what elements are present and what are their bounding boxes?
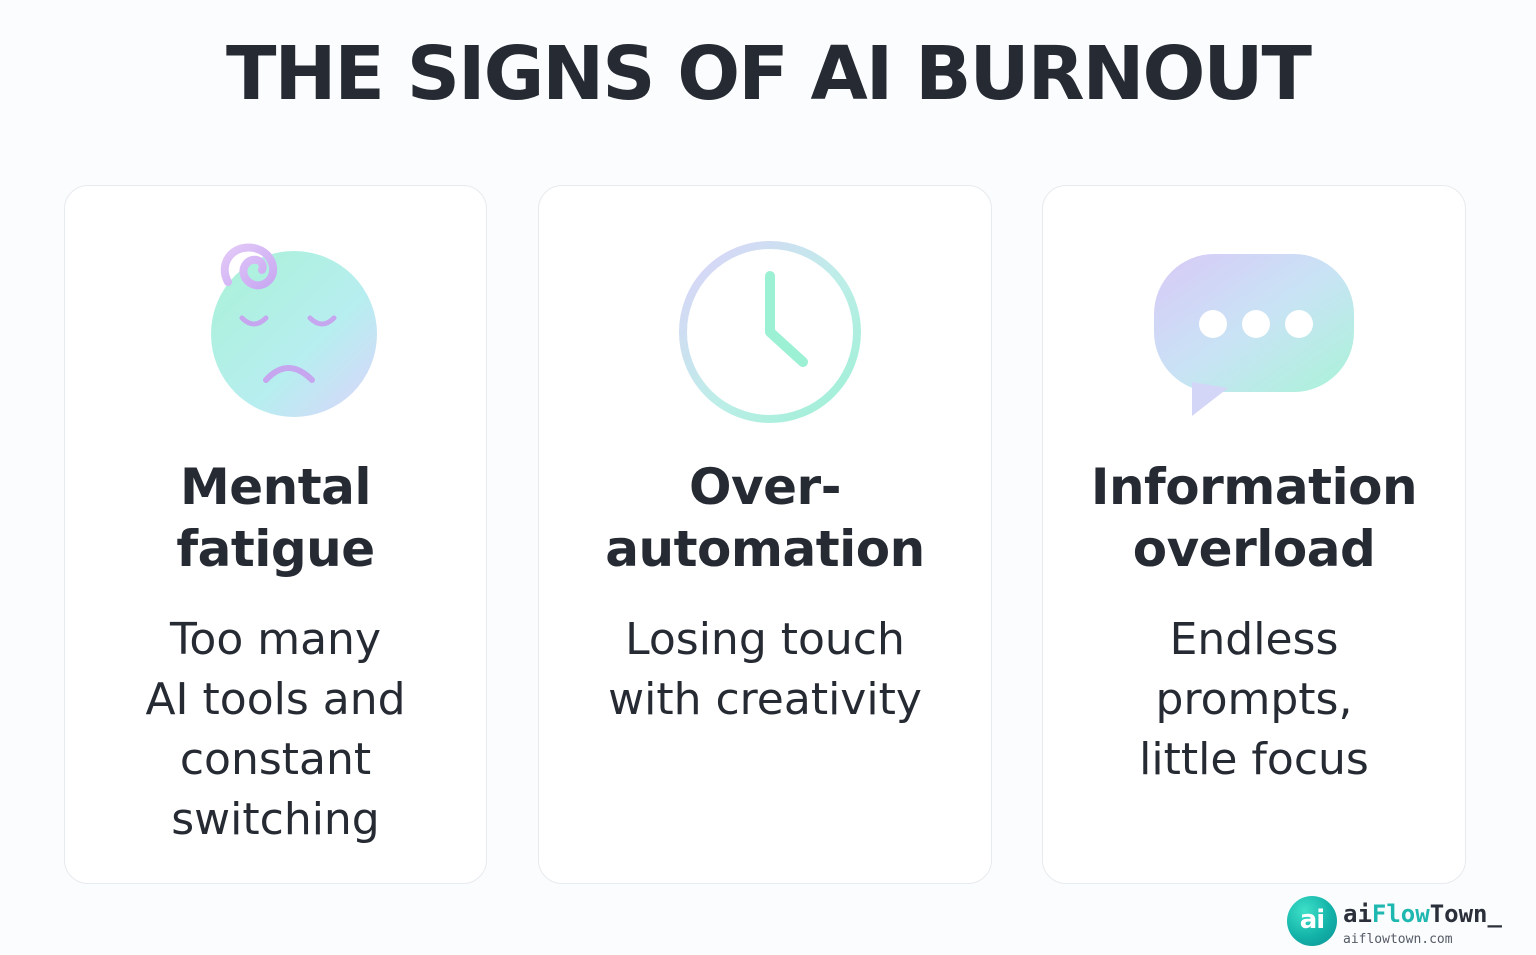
card-description: Losing touch with creativity — [608, 614, 922, 725]
card-description: Too many AI tools and constant switching — [145, 614, 406, 845]
card-heading: Information overload — [1090, 458, 1418, 578]
brand-name: aiFlowTown_ — [1343, 900, 1502, 928]
brand-badge: ai — [1287, 896, 1337, 946]
card-information-overload: Information overload Endless prompts, li… — [1042, 185, 1466, 884]
page-title: THE SIGNS OF AI BURNOUT — [226, 31, 1312, 117]
brand-url: aiflowtown.com — [1343, 932, 1453, 947]
brand-logo: ai aiFlowTown_ aiflowtown.com — [1287, 895, 1536, 953]
card-over-automation: Over- automation Losing touch with creat… — [538, 185, 992, 884]
card-heading: Over- automation — [605, 458, 925, 578]
dizzy-face-icon — [210, 243, 377, 417]
chat-bubble-icon — [1154, 254, 1354, 416]
card-description: Endless prompts, little focus — [1139, 614, 1369, 785]
card-mental-fatigue: Mental fatigue Too many AI tools and con… — [64, 185, 487, 884]
clock-icon — [679, 241, 861, 423]
card-heading: Mental fatigue — [176, 458, 375, 578]
